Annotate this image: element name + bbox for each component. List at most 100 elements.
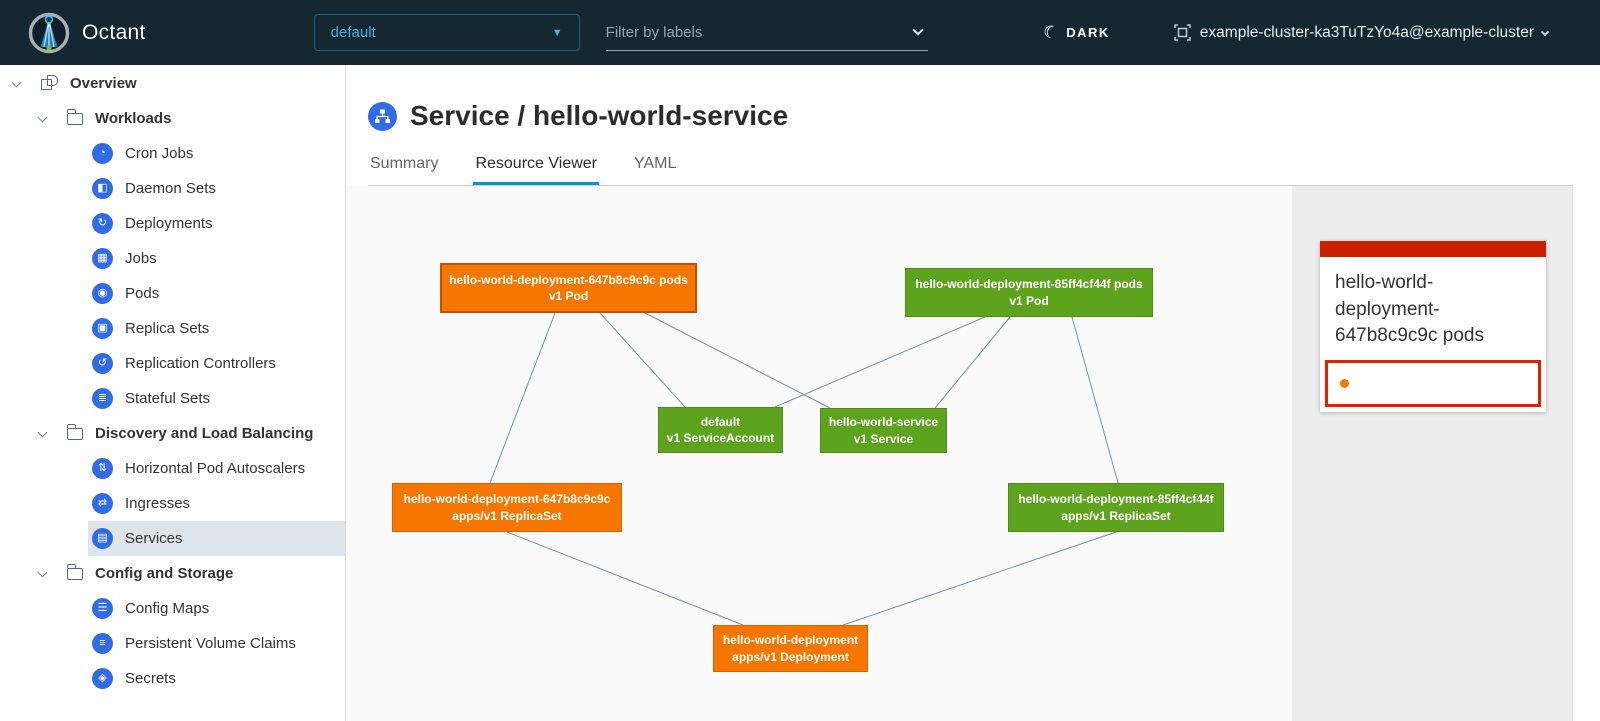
moon-icon: ☾ (1041, 20, 1061, 44)
sidebar-item-label: Discovery and Load Balancing (95, 425, 314, 442)
sidebar-item-label: Daemon Sets (125, 180, 216, 197)
sidebar-item-config-maps[interactable]: ☰ Config Maps (0, 591, 345, 626)
graph-node-serviceaccount-default[interactable]: default v1 ServiceAccount (658, 407, 783, 453)
sidebar-item-discovery-load-balancing[interactable]: Discovery and Load Balancing (0, 416, 345, 451)
sidebar-item-replica-sets[interactable]: ▣ Replica Sets (0, 311, 345, 346)
node-kind: v1 ServiceAccount (666, 431, 775, 445)
jobs-icon: ▦ (92, 248, 113, 269)
tab-divider (368, 185, 1573, 186)
node-label: hello-world-service (828, 415, 939, 430)
main-content: Service / hello-world-service Summary Re… (346, 65, 1600, 721)
cluster-context-menu[interactable]: example-cluster-ka3TuTzYo4a@example-clus… (1174, 23, 1550, 42)
dark-mode-toggle[interactable]: ☾ DARK (1041, 20, 1110, 44)
pods-icon: ◉ (92, 283, 113, 304)
cluster-context-label: example-cluster-ka3TuTzYo4a@example-clus… (1199, 23, 1534, 41)
tab-yaml[interactable]: YAML (634, 155, 677, 172)
app-header: Octant default ▼ ☾ DARK example-cluster-… (0, 0, 1600, 65)
sidebar-item-label: Jobs (125, 250, 157, 267)
brand: Octant (28, 12, 146, 54)
sidebar-item-persistent-volume-claims[interactable]: ≡ Persistent Volume Claims (0, 626, 345, 661)
node-label: default (700, 414, 741, 429)
page-header: Service / hello-world-service (368, 100, 788, 132)
graph-node-pod-85ff4cf44f[interactable]: hello-world-deployment-85ff4cf44f pods v… (905, 268, 1153, 317)
node-label: hello-world-deployment-647b8c9c9c pods (449, 272, 688, 287)
replication-controllers-icon: ↺ (92, 353, 113, 374)
sidebar-item-secrets[interactable]: ◈ Secrets (0, 661, 345, 696)
label-filter (605, 14, 928, 51)
hpa-icon: ⇅ (92, 458, 113, 479)
card-title: hello-world-deployment-647b8c9c9c pods (1335, 272, 1484, 346)
label-filter-input[interactable] (605, 23, 914, 41)
warning-dot-icon (1340, 378, 1349, 388)
config-maps-icon: ☰ (92, 598, 113, 619)
overview-icon (41, 75, 58, 92)
cron-jobs-icon: ◔ (92, 143, 113, 164)
sidebar-item-label: Services (125, 530, 183, 547)
sidebar-item-label: Ingresses (125, 495, 191, 512)
sidebar-item-label: Replication Controllers (125, 355, 276, 372)
chevron-down-icon (11, 77, 22, 87)
sidebar-item-workloads[interactable]: Workloads (0, 101, 345, 136)
chevron-down-icon[interactable] (912, 24, 924, 36)
folder-icon (66, 424, 83, 440)
node-kind: v1 Pod (548, 289, 589, 303)
replica-sets-icon: ▣ (92, 318, 113, 339)
ingresses-icon: ⇄ (92, 493, 113, 514)
sidebar-item-label: Pods (125, 285, 160, 302)
sidebar-item-deployments[interactable]: ↻ Deployments (0, 206, 345, 241)
tab-resource-viewer[interactable]: Resource Viewer (473, 155, 599, 185)
sidebar-item-label: Persistent Volume Claims (125, 635, 296, 652)
sidebar-item-overview[interactable]: Overview (0, 66, 345, 101)
graph-node-replicaset-647b8c9c9c[interactable]: hello-world-deployment-647b8c9c9c apps/v… (392, 483, 622, 532)
graph-node-deployment-hello-world[interactable]: hello-world-deployment apps/v1 Deploymen… (713, 625, 868, 672)
app-title: Octant (82, 20, 146, 44)
daemon-sets-icon: ◧ (92, 178, 113, 199)
sidebar-item-label: Stateful Sets (125, 390, 211, 407)
services-icon: ▤ (92, 528, 113, 549)
chevron-down-icon (37, 427, 48, 437)
card-status-bar (1320, 241, 1546, 257)
sidebar-item-jobs[interactable]: ▦ Jobs (0, 241, 345, 276)
dark-mode-label: DARK (1066, 25, 1110, 40)
sidebar-item-label: Config Maps (125, 600, 210, 617)
sidebar-item-services[interactable]: ▤ Services (0, 521, 345, 556)
sidebar-nav: Overview Workloads ◔ Cron Jobs ◧ Daemon … (0, 65, 346, 721)
tab-summary[interactable]: Summary (370, 155, 439, 172)
graph-node-service-hello-world[interactable]: hello-world-service v1 Service (820, 408, 947, 453)
graph-node-replicaset-85ff4cf44f[interactable]: hello-world-deployment-85ff4cf44f apps/v… (1008, 483, 1224, 532)
octant-logo-icon (28, 12, 70, 53)
graph-node-pod-647b8c9c9c[interactable]: hello-world-deployment-647b8c9c9c pods v… (440, 263, 697, 313)
card-alert-box (1325, 359, 1541, 407)
sidebar-item-ingresses[interactable]: ⇄ Ingresses (0, 486, 345, 521)
sidebar-item-label: Overview (70, 75, 137, 92)
namespace-select[interactable]: default ▼ (313, 14, 580, 51)
node-label: hello-world-deployment-647b8c9c9c (403, 492, 611, 507)
pvc-icon: ≡ (92, 633, 113, 654)
sidebar-item-label: Deployments (125, 215, 213, 232)
stateful-sets-icon: ≣ (92, 388, 113, 409)
tab-bar: Summary Resource Viewer YAML (368, 155, 711, 185)
chevron-down-icon (1540, 27, 1550, 36)
sidebar-item-label: Cron Jobs (125, 145, 194, 162)
header-right: ☾ DARK example-cluster-ka3TuTzYo4a@examp… (1041, 20, 1550, 44)
selected-node-card: hello-world-deployment-647b8c9c9c pods (1320, 241, 1546, 412)
node-kind: apps/v1 ReplicaSet (1061, 508, 1171, 523)
sidebar-item-horizontal-pod-autoscalers[interactable]: ⇅ Horizontal Pod Autoscalers (0, 451, 345, 486)
sidebar-item-daemon-sets[interactable]: ◧ Daemon Sets (0, 171, 345, 206)
sidebar-item-replication-controllers[interactable]: ↺ Replication Controllers (0, 346, 345, 381)
folder-icon (66, 564, 83, 580)
sidebar-item-label: Config and Storage (95, 565, 234, 582)
resource-graph: hello-world-deployment-647b8c9c9c pods v… (346, 186, 1292, 721)
namespace-select-value: default (330, 24, 376, 41)
deployments-icon: ↻ (92, 213, 113, 234)
caret-down-icon: ▼ (551, 26, 563, 39)
sidebar-item-label: Horizontal Pod Autoscalers (125, 460, 306, 477)
node-label: hello-world-deployment (722, 633, 859, 648)
sidebar-item-config-and-storage[interactable]: Config and Storage (0, 556, 345, 591)
sidebar-item-pods[interactable]: ◉ Pods (0, 276, 345, 311)
folder-icon (66, 109, 83, 125)
sidebar-item-cron-jobs[interactable]: ◔ Cron Jobs (0, 136, 345, 171)
sidebar-item-stateful-sets[interactable]: ≣ Stateful Sets (0, 381, 345, 416)
service-icon (368, 101, 397, 131)
node-kind: v1 Pod (1009, 293, 1049, 308)
